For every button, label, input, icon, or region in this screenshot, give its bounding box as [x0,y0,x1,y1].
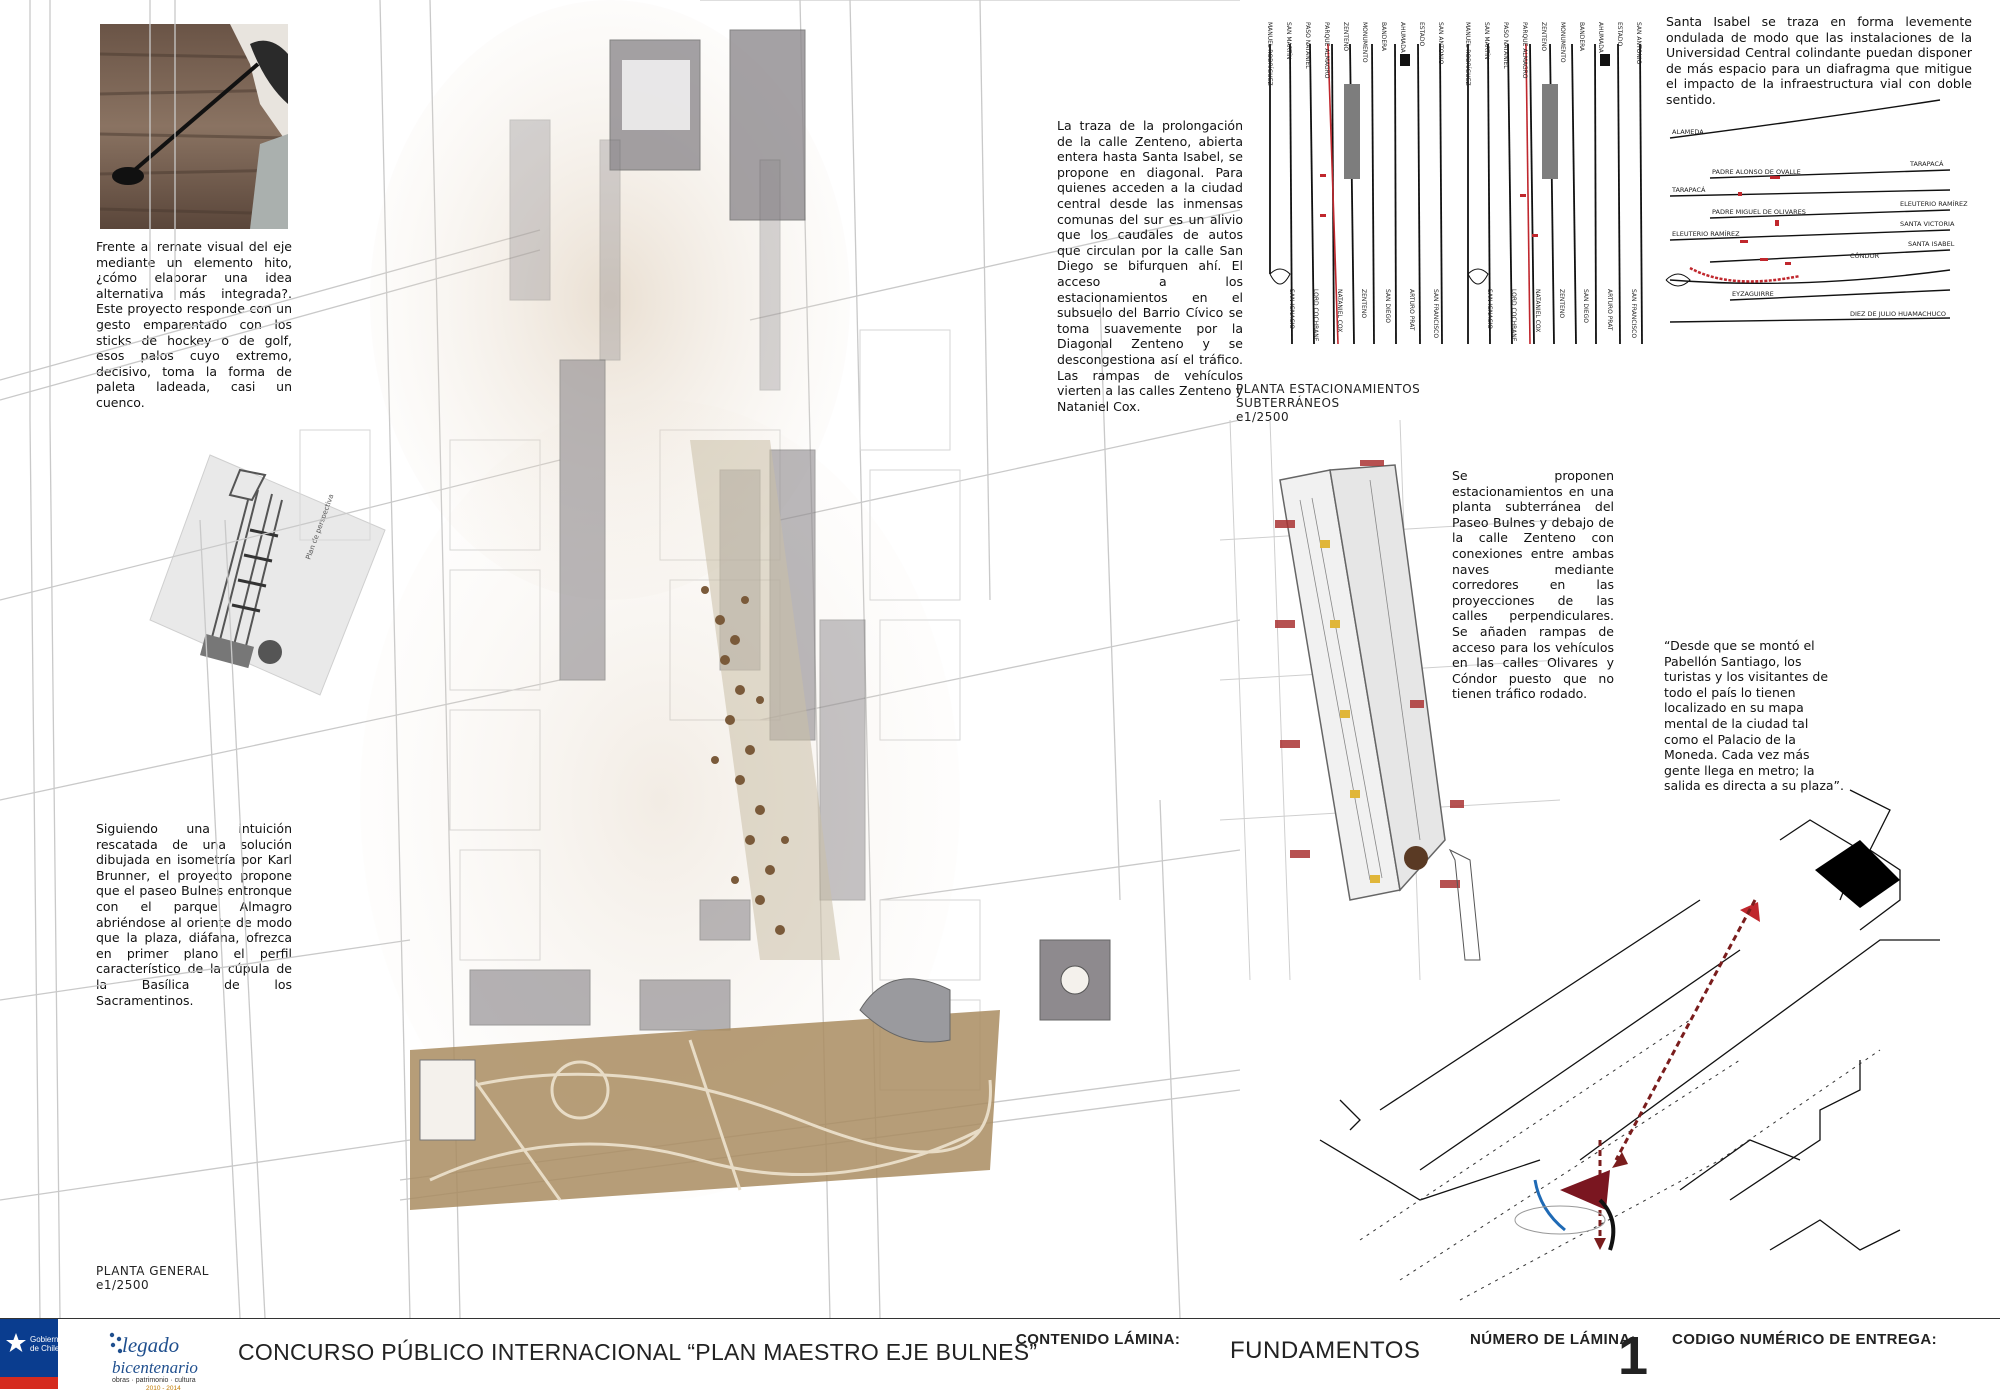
footer-bar: Gobierno de Chile legado bicentenario ob… [0,1318,2000,1392]
star-icon [6,1333,26,1352]
section-top-label: PASO NATANIEL [1502,22,1509,69]
section-bottom-label: SAN IGNACIO [1486,289,1493,329]
legado-bicentenario-logo: legado bicentenario obras · patrimonio ·… [108,1325,218,1392]
section-top-label: PARQUE ALMAGRO [1521,22,1528,79]
contenido-label: CONTENIDO LÁMINA: [1016,1331,1181,1348]
section-top-label: ZENTENO [1540,22,1547,51]
master-plan [0,0,1240,1318]
gobierno-de-chile-logo: Gobierno de Chile [0,1319,63,1389]
parking-text: Se proponen estacionamientos en una plan… [1452,468,1614,702]
contenido-value: FUNDAMENTOS [1230,1337,1421,1364]
section-bottom-label: SAN DIEGO [1384,289,1391,323]
zenteno-text: La traza de la prolongación de la calle … [1057,118,1243,414]
golf-photo [100,24,288,229]
section-bottom-label: SAN IGNACIO [1288,289,1295,329]
section-top-label: MANUEL RODRÍGUEZ [1464,22,1471,86]
section-bottom-label: LORD COCHRANE [1312,289,1319,342]
section-top-label: MONUMENTO [1361,22,1368,63]
general-plan-caption: PLANTA GENERAL e1/2500 [96,1264,209,1292]
section-bottom-label: LORD COCHRANE [1510,289,1517,342]
street-label: TARAPACÁ [1671,185,1706,194]
section-bottom-label: SAN FRANCISCO [1432,289,1439,338]
axonometric-view [1319,789,1940,1301]
street-label: ALAMEDA [1672,128,1704,136]
section-diagrams: MANUEL RODRÍGUEZ SAN MARTÍN PASO NATANIEL P… [1266,22,1643,345]
pabellon-quote: “Desde que se montó el Pabellón Santiago… [1664,638,1845,794]
section-top-label: BANDERA [1578,22,1585,52]
section-top-label: SAN MARTÍN [1483,22,1490,59]
street-label: DIEZ DE JULIO HUAMACHUCO [1850,310,1946,318]
section-top-label: PASO NATANIEL [1304,22,1311,69]
street-label: SANTA ISABEL [1908,240,1955,248]
section-top-label: MONUMENTO [1559,22,1566,63]
street-diagram: ALAMEDA PADRE ALONSO DE OVALLE TARAPACÁ … [1665,99,1968,323]
numero-label: NÚMERO DE LÁMINA: [1470,1331,1636,1348]
section-bottom-label: ARTURO PRAT [1606,289,1613,331]
section-bottom-label: SAN DIEGO [1582,289,1589,323]
section-top-label: ESTADO [1418,22,1425,47]
dots-icon [109,1332,123,1354]
contest-title: CONCURSO PÚBLICO INTERNACIONAL “PLAN MAE… [238,1339,1038,1365]
parque-almagro [410,939,1111,1210]
street-label: TARAPACÁ [1909,159,1944,168]
brunner-sketch: Plan de perspectiva [140,440,400,700]
section-bottom-label: SAN FRANCISCO [1630,289,1637,338]
street-label: ELEUTERIO RAMÍREZ [1900,199,1968,208]
paseo-bulnes [690,440,840,960]
street-label: CÓNDOR [1850,251,1880,260]
section-bottom-label: ARTURO PRAT [1408,289,1415,331]
section-top-label: AHUMADA [1399,22,1406,54]
section-bottom-label: ZENTENO [1360,289,1367,318]
street-label: PADRE MIGUEL DE OLIVARES [1712,208,1806,216]
section-top-label: AHUMADA [1597,22,1604,54]
street-label: ELEUTERIO RAMÍREZ [1672,229,1740,238]
santa-isabel-text: Santa Isabel se traza en forma levemente… [1666,14,1972,107]
section-top-label: SAN ANTONIO [1635,22,1642,65]
section-top-label: SAN ANTONIO [1437,22,1444,65]
section-bottom-label: NATANIEL COX [1534,289,1541,332]
section-bottom-label: NATANIEL COX [1336,289,1343,332]
street-label: SANTA VICTORIA [1900,220,1955,228]
section-bottom-label: ZENTENO [1558,289,1565,318]
section-top-label: BANDERA [1380,22,1387,52]
section-top-label: SAN MARTÍN [1285,22,1292,59]
numero-value: 1 [1618,1326,1649,1386]
section-top-label: ESTADO [1616,22,1623,47]
codigo-label: CODIGO NUMÉRICO DE ENTREGA: [1672,1331,1937,1348]
parking-plan [1220,420,1560,980]
section-top-label: ZENTENO [1342,22,1349,51]
section-top-label: PARQUE ALMAGRO [1323,22,1330,79]
street-label: EYZAGUIRRE [1732,290,1774,298]
street-label: PADRE ALONSO DE OVALLE [1712,168,1801,176]
section-top-label: MANUEL RODRÍGUEZ [1266,22,1273,86]
parking-plan-caption: PLANTA ESTACIONAMIENTOS SUBTERRÁNEOS e1/… [1236,382,1421,424]
